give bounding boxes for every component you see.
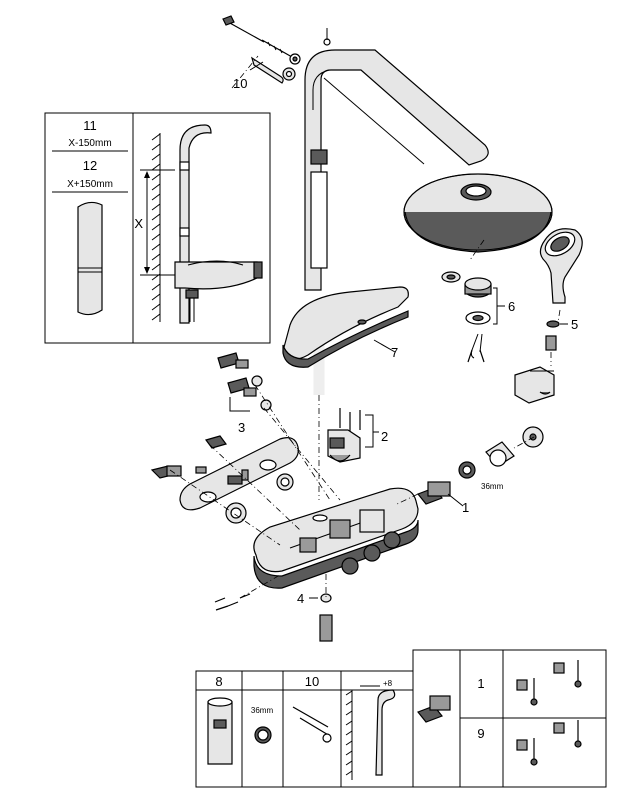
thermostatic-cartridge-1: 1 36mm — [417, 426, 544, 515]
callout-7: 7 — [391, 345, 398, 360]
hose-holder-5: 5 — [514, 317, 578, 404]
bottom-label-8: 8 — [215, 674, 222, 689]
shelf-7: 7 — [282, 286, 409, 368]
dimension-36mm: 36mm — [481, 482, 504, 491]
callout-1: 1 — [462, 500, 469, 515]
inset-label-11: 11 — [83, 118, 97, 133]
cartridge-icon — [417, 695, 451, 723]
inset-dim-12: X+150mm — [67, 179, 113, 190]
callout-5: 5 — [571, 317, 578, 332]
inset-dim-11: X-150mm — [68, 138, 111, 149]
callout-6: 6 — [508, 299, 515, 314]
bottom-plus8: +8 — [383, 679, 393, 688]
rail-offset-icon: +8 — [345, 679, 396, 780]
adapter-4: 4 — [214, 591, 333, 642]
connectors-3: 3 — [217, 352, 272, 435]
callout-3: 3 — [238, 420, 245, 435]
bottom-tool-table: 8 10 36mm +8 — [195, 670, 414, 788]
callout-4: 4 — [297, 591, 304, 606]
head-shower — [403, 173, 553, 261]
thermometer-icon-9 — [516, 720, 582, 766]
thermometer-icon-1 — [516, 660, 582, 706]
dimension-x-label: X — [134, 216, 143, 231]
callout-10: 10 — [233, 76, 247, 91]
wall-hatch — [151, 133, 161, 322]
bottom-cartridge-table: 1 9 — [412, 649, 607, 788]
screw-set-10: 10 — [222, 15, 301, 91]
inset-label-12: 12 — [83, 158, 97, 173]
faceplate — [179, 437, 299, 511]
head-connector-6: 6 — [441, 271, 515, 363]
bottom-label-10: 10 — [305, 674, 319, 689]
thermostat-body — [253, 487, 419, 589]
side-view-rail — [174, 124, 263, 324]
callout-2: 2 — [381, 429, 388, 444]
dimension-x: X — [134, 169, 175, 276]
bottom-label-1: 1 — [477, 676, 484, 691]
assembly-lines — [169, 55, 535, 599]
inset-panel: 11 X-150mm 12 X+150mm X — [44, 112, 271, 344]
rail-segment-icon — [77, 201, 103, 316]
mounting-block-2: 2 — [327, 408, 388, 463]
fittings-left — [150, 435, 294, 524]
socket-wrench-icon — [207, 697, 233, 765]
bottom-label-9: 9 — [477, 726, 484, 741]
hand-shower — [539, 228, 583, 323]
screw-anchor-icon — [292, 706, 332, 743]
bottom-dim-36mm: 36mm — [251, 706, 274, 715]
